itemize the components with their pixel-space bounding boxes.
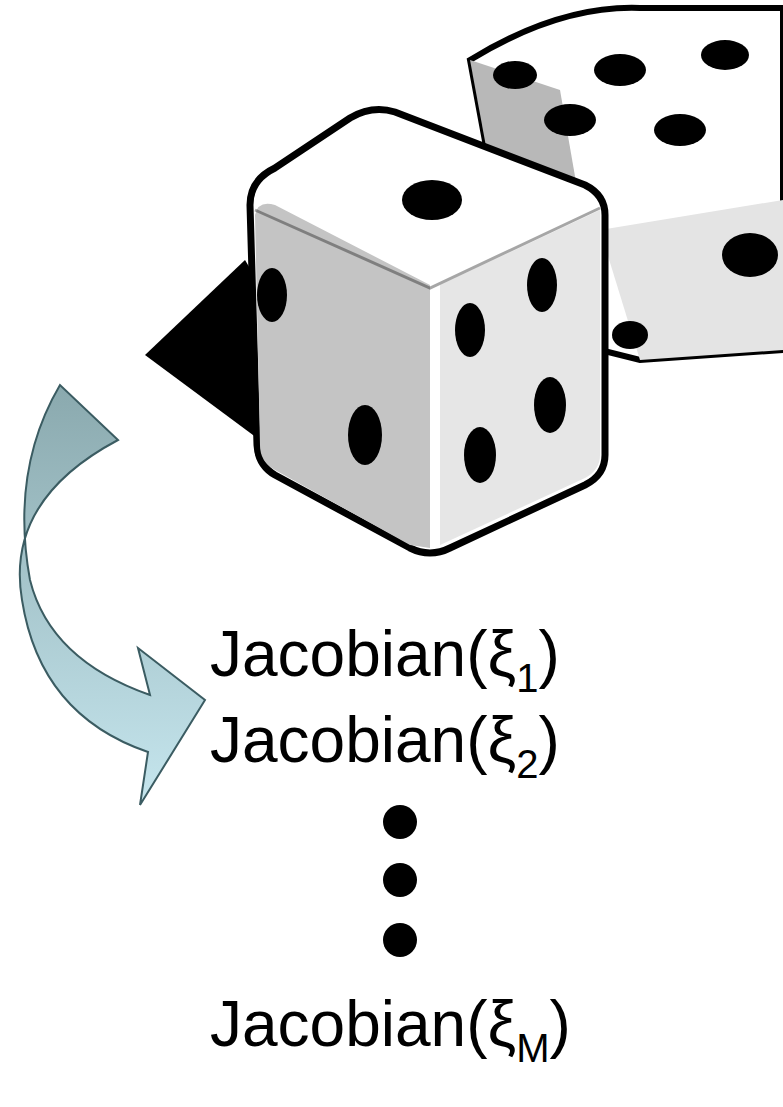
ellipsis-dot xyxy=(383,805,417,839)
subscript-label: 2 xyxy=(516,744,538,784)
subscript-label: M xyxy=(516,1028,549,1068)
jacobian-label: ) xyxy=(538,622,559,686)
ellipsis-dot xyxy=(383,863,417,897)
subscript-label: 1 xyxy=(516,658,538,698)
jacobian-label: ) xyxy=(549,992,570,1056)
ellipsis-dot xyxy=(383,923,417,957)
jacobian-label: Jacobian(ξ xyxy=(210,622,516,686)
front-die xyxy=(250,110,605,553)
text-line: Jacobian(ξ1) xyxy=(210,622,560,686)
jacobian-label: Jacobian(ξ xyxy=(210,708,516,772)
text-line: Jacobian(ξM) xyxy=(210,992,571,1056)
curved-arrow xyxy=(20,385,205,805)
jacobian-label: Jacobian(ξ xyxy=(210,992,516,1056)
text-line: Jacobian(ξ2) xyxy=(210,708,560,772)
jacobian-label: ) xyxy=(538,708,559,772)
